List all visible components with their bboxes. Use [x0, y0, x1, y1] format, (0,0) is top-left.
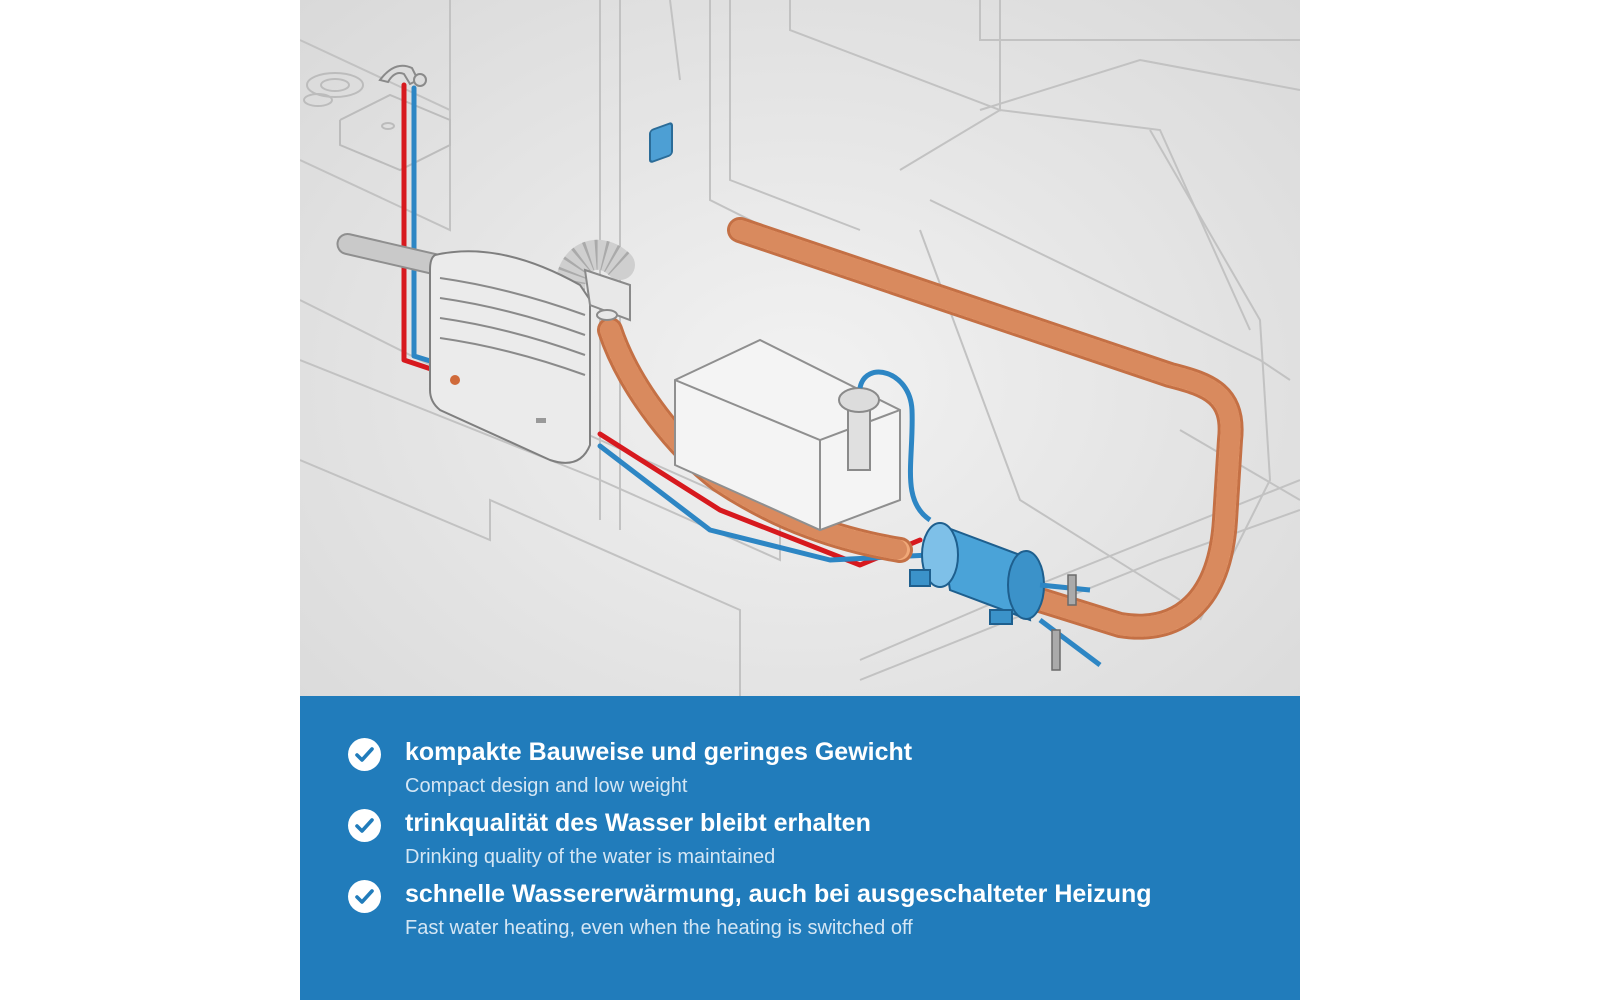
installation-diagram: [300, 0, 1300, 696]
water-tap: [378, 64, 427, 87]
tank-pump: [838, 369, 932, 523]
kitchen-sink: [303, 72, 451, 172]
feature-title: kompakte Bauweise und geringes Gewicht: [405, 738, 913, 766]
water-tank: [674, 338, 901, 532]
feature-list: kompakte Bauweise und geringes Gewicht C…: [300, 696, 1300, 1000]
check-circle-icon: [348, 880, 381, 913]
wall-control-panel: [649, 122, 673, 163]
feature-title: schnelle Wassererwärmung, auch bei ausge…: [405, 880, 1152, 908]
water-boiler: [909, 522, 1102, 671]
feature-subtitle: Compact design and low weight: [405, 775, 688, 797]
feature-title: trinkqualität des Wasser bleibt erhalten: [405, 809, 871, 837]
check-circle-icon: [348, 809, 381, 842]
product-panel: kompakte Bauweise und geringes Gewicht C…: [300, 0, 1300, 1000]
duct-outlet: [583, 268, 631, 322]
check-circle-icon: [348, 738, 381, 771]
feature-subtitle: Fast water heating, even when the heatin…: [405, 917, 913, 939]
heater-unit: [429, 250, 591, 464]
installation-illustration: [300, 0, 1300, 696]
feature-subtitle: Drinking quality of the water is maintai…: [405, 846, 776, 868]
